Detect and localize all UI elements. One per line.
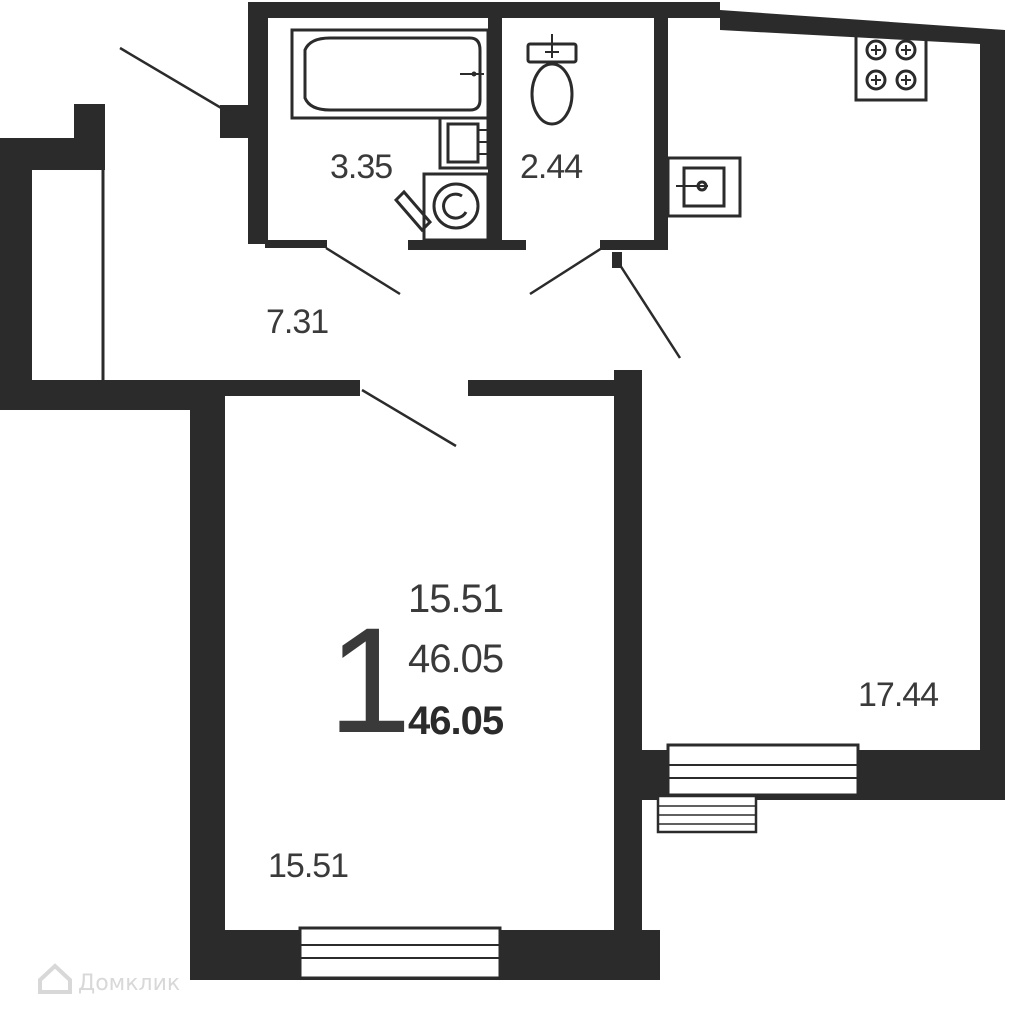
kitchen-door xyxy=(616,261,682,359)
watermark-text: Домклик xyxy=(78,971,180,996)
room-left-wall xyxy=(190,380,225,980)
walls xyxy=(0,2,1005,980)
hallway-corner-wall xyxy=(74,104,105,170)
living-area-value: 15.51 xyxy=(408,577,503,621)
toilet-area-label: 2.44 xyxy=(520,148,582,186)
bathroom-sink-icon xyxy=(438,116,490,170)
right-wall xyxy=(980,30,1005,800)
room-top-wall-left xyxy=(190,380,360,396)
room-door xyxy=(361,388,457,448)
fixtures xyxy=(290,28,928,242)
bathroom-door xyxy=(325,246,401,296)
top-wall xyxy=(248,2,1005,56)
kitchen-sink-icon xyxy=(666,156,742,218)
room-kitchen-wall xyxy=(614,370,642,980)
hallway-left-wall xyxy=(0,138,32,410)
toilet-bottom-wall xyxy=(600,240,668,250)
room-window xyxy=(298,926,502,980)
total-area-bold-value: 46.05 xyxy=(408,699,504,743)
wall-stub xyxy=(220,105,268,138)
windows xyxy=(298,743,860,980)
bath-bottom-wall xyxy=(265,240,327,248)
entrance-door xyxy=(119,46,229,114)
hallway-bottom-wall xyxy=(0,380,225,410)
bathroom-area-label: 3.35 xyxy=(330,148,392,186)
room-top-wall-right xyxy=(468,380,628,396)
kitchen-window xyxy=(666,743,860,797)
bathtub-icon xyxy=(290,28,490,120)
kitchen-door-post xyxy=(612,252,622,268)
hallway-area-label: 7.31 xyxy=(266,303,328,341)
balcony-door xyxy=(656,794,758,834)
toilet-door xyxy=(529,246,603,296)
doors xyxy=(119,46,682,448)
kitchen-area-label: 17.44 xyxy=(858,676,938,714)
toilet-icon xyxy=(526,34,578,126)
room-area-label: 15.51 xyxy=(268,847,348,885)
toilet-kitchen-partition xyxy=(654,18,668,248)
washing-machine-icon xyxy=(393,172,490,242)
stove-icon xyxy=(854,28,928,102)
total-area-value: 46.05 xyxy=(408,637,503,681)
rooms-count: 1 xyxy=(328,596,411,764)
bath-toilet-partition xyxy=(488,18,502,248)
house-icon xyxy=(38,963,72,994)
wet-bottom-wall xyxy=(408,240,526,250)
watermark: Домклик xyxy=(38,963,180,996)
